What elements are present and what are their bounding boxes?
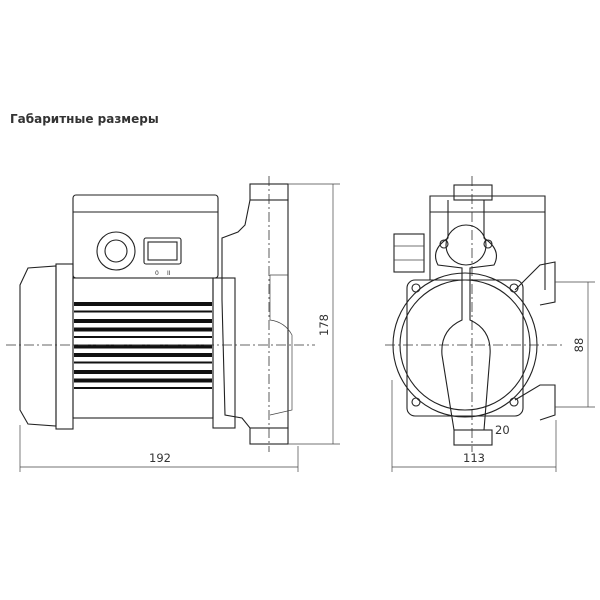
- front-view: 88 20 113: [385, 176, 595, 472]
- cable-gland-nut-icon: [393, 233, 425, 273]
- switch-label-on: II: [167, 270, 171, 277]
- switch-label-off: 0: [155, 270, 159, 277]
- cooling-fin: [74, 378, 212, 383]
- cooling-fin: [74, 353, 212, 357]
- height-dimension: 178: [317, 314, 331, 336]
- section-title: Габаритные размеры: [10, 112, 159, 126]
- side-view: 0 II: [6, 176, 315, 452]
- cooling-fin: [74, 370, 212, 374]
- cooling-fin: [74, 387, 212, 389]
- cooling-fin: [74, 302, 212, 306]
- cooling-fin: [74, 336, 212, 338]
- cooling-fin: [74, 319, 212, 323]
- cooling-fin: [74, 344, 212, 349]
- dimension-lines: 178 192: [19, 183, 340, 472]
- cooling-fin: [74, 327, 212, 332]
- cooling-fin: [74, 361, 212, 364]
- width-dimension: 113: [463, 451, 485, 465]
- length-dimension: 192: [149, 451, 171, 465]
- port-spacing-dimension: 88: [572, 338, 586, 353]
- port-offset-dimension: 20: [495, 423, 510, 437]
- cable-gland-icon: [96, 231, 136, 271]
- cooling-fin: [74, 310, 212, 313]
- power-switch: [143, 237, 182, 265]
